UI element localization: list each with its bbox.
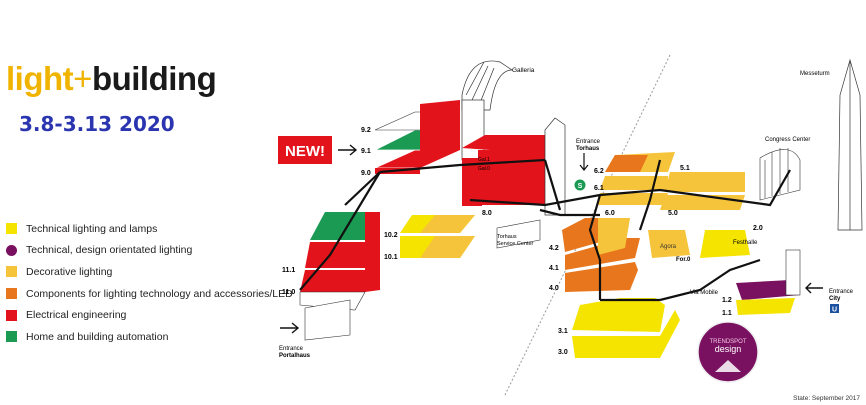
logo-light: light xyxy=(6,60,74,97)
hall-11 xyxy=(299,212,380,341)
place-entrance-torhaus: Entrance xyxy=(576,139,601,145)
arrow-icon xyxy=(579,153,589,171)
hall-label: 4.1 xyxy=(549,265,559,272)
hall-4 xyxy=(562,218,640,292)
new-badge: NEW! xyxy=(278,136,332,164)
u-bahn-icon: U xyxy=(830,304,839,314)
hall-label: 10.1 xyxy=(384,254,398,261)
legend-swatch xyxy=(6,309,17,321)
agora xyxy=(648,230,690,258)
legend-label: Electrical engineering xyxy=(26,309,127,322)
hall-label: 6.0 xyxy=(605,210,615,217)
place-congress-center: Congress Center xyxy=(765,137,810,143)
hall-3 xyxy=(572,298,680,358)
hall-label: 3.1 xyxy=(558,328,568,335)
arrow-icon xyxy=(805,282,823,294)
trendspot-sub: design xyxy=(715,344,742,354)
hall-6 xyxy=(598,152,675,205)
legend-label: Home and building automation xyxy=(26,330,169,343)
hall-label: Gal.0 xyxy=(478,166,490,172)
hall-label: 11.0 xyxy=(282,289,295,296)
legend-swatch xyxy=(6,331,17,343)
logo-plus: + xyxy=(73,60,92,97)
hall-1 xyxy=(736,249,801,315)
hall-label: Gal.1 xyxy=(478,157,490,163)
legend-swatch xyxy=(6,266,17,278)
place-entrance-portalhaus: Portalhaus xyxy=(279,353,311,359)
legend-item: Technical lighting and lamps xyxy=(6,218,293,240)
hall-8 xyxy=(462,135,555,206)
legend-swatch xyxy=(6,244,17,256)
hall-label: 2.0 xyxy=(753,225,763,232)
legend-label: Decorative lighting xyxy=(26,265,113,278)
trendspot-title: TRENDSPOT xyxy=(709,339,746,345)
legend-swatch xyxy=(6,223,17,235)
hall-label: 9.0 xyxy=(361,170,371,177)
hall-label: 11.1 xyxy=(282,267,295,274)
torhaus-service-center xyxy=(496,219,541,249)
new-badge-text: NEW! xyxy=(285,143,325,160)
place-festhalle: Festhalle xyxy=(733,240,758,246)
legend-swatch xyxy=(6,288,17,300)
hall-label: 5.0 xyxy=(668,210,678,217)
legend-item: Electrical engineering xyxy=(6,304,293,326)
svg-text:S: S xyxy=(578,183,583,190)
place-entrance-city: Entrance xyxy=(829,289,854,295)
legend-label: Technical, design orientated lighting xyxy=(26,244,193,257)
hall-10 xyxy=(400,215,475,258)
arrow-icon xyxy=(338,144,358,156)
hall-label: 6.2 xyxy=(594,168,604,175)
hall-label: 1.1 xyxy=(722,310,732,317)
torhaus-building xyxy=(544,117,566,216)
trendspot-badge: TRENDSPOT design xyxy=(697,321,759,383)
logo-building: building xyxy=(91,60,217,97)
walkways xyxy=(299,158,791,302)
place-torhaus-service: Torhaus xyxy=(497,234,517,240)
arrow-icon xyxy=(280,322,300,334)
place-galleria: Galleria xyxy=(512,67,535,74)
legend-item: Decorative lighting xyxy=(6,261,293,283)
hall-label: 9.2 xyxy=(361,127,371,134)
place-entrance-city: City xyxy=(829,296,841,302)
legend-label: Technical lighting and lamps xyxy=(26,222,158,235)
hall-label: 4.2 xyxy=(549,245,559,252)
festhalle xyxy=(700,230,750,258)
legend-item: Technical, design orientated lighting xyxy=(6,240,293,262)
hall-9 xyxy=(374,100,461,174)
hall-label: 3.0 xyxy=(558,349,568,356)
hall-label: 5.1 xyxy=(680,165,690,172)
place-forum: For.0 xyxy=(676,257,691,263)
hall-label: 1.2 xyxy=(722,297,732,304)
place-entrance-portalhaus: Entrance xyxy=(279,346,304,352)
hall-label: 4.0 xyxy=(549,285,559,292)
light-building-logo: light+building xyxy=(6,60,217,98)
place-via-mobile: Via Mobile xyxy=(690,290,719,296)
place-messeturm: Messeturm xyxy=(800,71,830,77)
legend-label: Components for lighting technology and a… xyxy=(26,287,293,300)
legend-item: Home and building automation xyxy=(6,326,293,348)
legend-item: Components for lighting technology and a… xyxy=(6,283,293,305)
event-dates: 3.8-3.13 2020 xyxy=(19,112,175,136)
messeturm xyxy=(837,58,863,231)
congress-center xyxy=(759,148,801,201)
hall-label: 10.2 xyxy=(384,232,398,239)
svg-text:U: U xyxy=(832,307,837,314)
place-entrance-torhaus: Torhaus xyxy=(576,146,600,152)
hall-label: 6.1 xyxy=(594,185,604,192)
place-torhaus-service: Service Center xyxy=(497,241,534,247)
legend: Technical lighting and lamps Technical, … xyxy=(6,218,293,348)
hall-label: 8.0 xyxy=(482,210,492,217)
state-note: State: September 2017 xyxy=(793,395,860,402)
s-bahn-icon: S xyxy=(574,179,586,191)
place-agora: Agora xyxy=(660,244,677,250)
hall-label: 9.1 xyxy=(361,148,371,155)
